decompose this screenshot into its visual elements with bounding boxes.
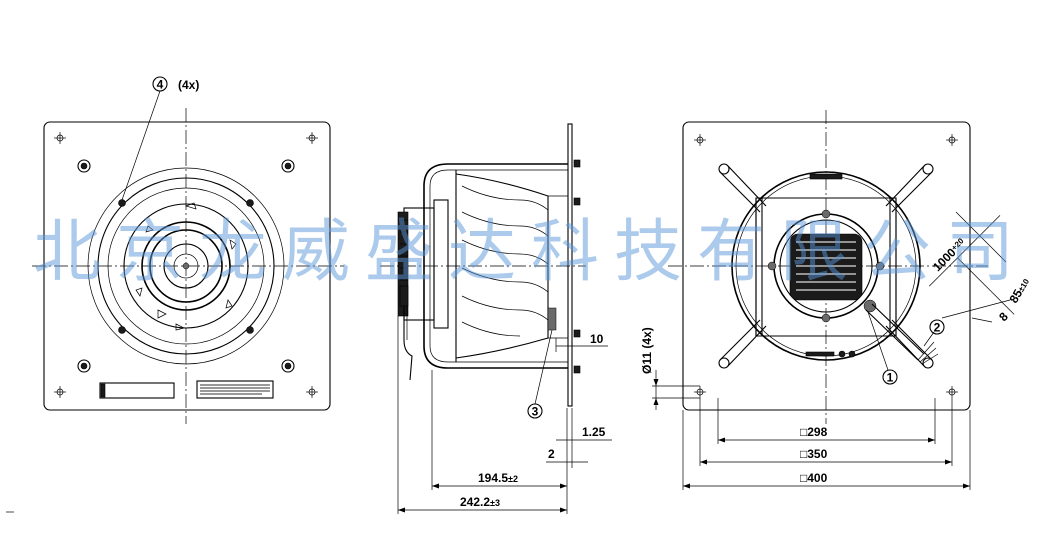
nameplate-right	[196, 380, 274, 399]
callout-4-leader	[121, 90, 161, 201]
callout-4	[152, 76, 168, 92]
callout-2-leader	[923, 331, 935, 347]
side-cable-gland	[399, 285, 413, 381]
dim-400: □400	[800, 471, 828, 485]
callout-3-leader	[534, 329, 553, 405]
callout-3-number: 3	[532, 405, 539, 419]
motor-hub	[397, 199, 449, 329]
callout-2-number: 2	[934, 321, 941, 335]
dim-hole-dia: Ø11 (4x)	[640, 327, 654, 374]
mount-count-label: (4x)	[178, 78, 199, 92]
dim-2: 2	[548, 447, 555, 461]
rear-cable	[865, 303, 939, 365]
dim-85: 85±10	[1006, 275, 1032, 306]
front-view: 4 (4x)	[32, 76, 344, 424]
callout-1	[882, 369, 898, 385]
inlet-nozzle	[87, 167, 285, 365]
dim-350: □350	[800, 447, 828, 461]
dim-1000: 1000+20	[930, 235, 969, 274]
side-view: 3 10 1.25 2 194.5±2 242.2±3	[6, 123, 612, 514]
callout-3	[527, 403, 543, 419]
callout-1-number: 1	[887, 371, 894, 385]
callout-4-number: 4	[157, 78, 164, 92]
blade-marks	[135, 202, 237, 331]
motor-housing-rear	[755, 173, 897, 358]
nozzle-mounting-screws	[118, 199, 254, 334]
callout-2	[929, 319, 945, 335]
rear-view: 1 2 1000+20 85±10 8 Ø11 (4x) □298 □350	[640, 110, 1032, 490]
dim-1-25: 1.25	[582, 425, 606, 439]
rear-corner-holes	[694, 134, 958, 398]
flange-studs	[573, 159, 581, 374]
corner-studs	[77, 159, 295, 373]
dim-298: □298	[800, 425, 828, 439]
dim-8: 8	[996, 309, 1011, 324]
dim-194-5: 194.5±2	[478, 471, 518, 485]
corner-holes	[54, 132, 318, 398]
callout-1-leader	[867, 311, 889, 371]
nameplate-left	[99, 382, 175, 399]
dim-242-2: 242.2±3	[460, 495, 500, 509]
impeller-profile	[455, 170, 568, 362]
dim-10: 10	[590, 332, 604, 346]
